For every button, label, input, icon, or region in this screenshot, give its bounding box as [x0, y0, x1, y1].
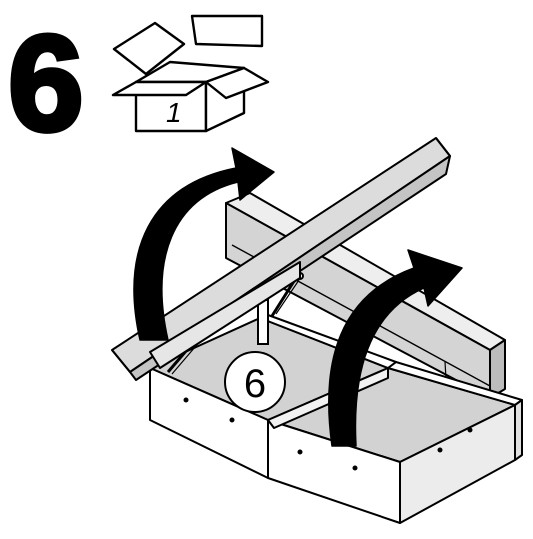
part-callout: 6 — [224, 351, 286, 413]
part-number: 6 — [244, 362, 266, 406]
raised-lid — [111, 137, 451, 381]
box-number: 1 — [166, 97, 182, 128]
curved-arrow-icon — [328, 249, 463, 447]
open-box-icon: 1 — [111, 14, 270, 133]
step-number: 6 — [8, 7, 84, 159]
curved-arrow-icon — [133, 147, 275, 341]
